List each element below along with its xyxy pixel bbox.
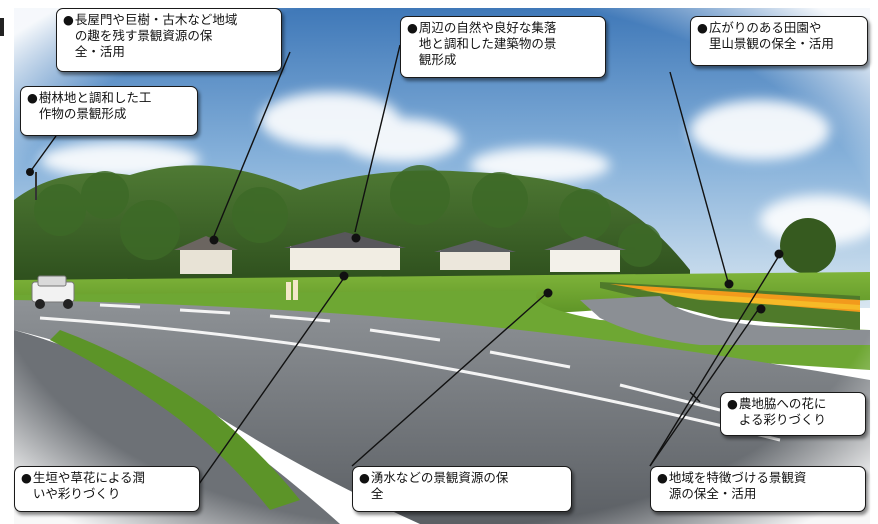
callout-building-harmony: ● 周辺の自然や良好な集落 地と調和した建築物の景 観形成 — [400, 16, 606, 78]
callout-text: 長屋門や巨樹・古木など地域 の趣を残す景観資源の保 全・活用 — [74, 12, 238, 59]
callout-text: 地域を特徴づける景観資 源の保全・活用 — [668, 470, 807, 501]
bullet-icon: ● — [21, 470, 32, 485]
bullet-icon: ● — [359, 470, 370, 485]
callout-structures: ● 樹林地と調和した工 作物の景観形成 — [20, 86, 198, 136]
callout-farm-flowers: ● 農地脇への花に よる彩りづくり — [720, 392, 866, 436]
leader-lines — [29, 44, 781, 485]
callout-regional-resources: ● 地域を特徴づける景観資 源の保全・活用 — [650, 466, 866, 512]
bullet-icon: ● — [27, 90, 38, 105]
bullet-icon: ● — [697, 20, 708, 35]
callout-text: 広がりのある田園や 里山景観の保全・活用 — [708, 20, 834, 51]
bullet-icon: ● — [63, 12, 74, 27]
edge-marker — [0, 18, 4, 36]
callout-hedges: ● 生垣や草花による潤 いや彩りづくり — [14, 466, 200, 512]
callout-text: 農地脇への花に よる彩りづくり — [738, 396, 827, 427]
bullet-icon: ● — [727, 396, 738, 411]
callout-text: 周辺の自然や良好な集落 地と調和した建築物の景 観形成 — [418, 20, 557, 67]
callout-text: 樹林地と調和した工 作物の景観形成 — [38, 90, 152, 121]
callout-nagayamon: ● 長屋門や巨樹・古木など地域 の趣を残す景観資源の保 全・活用 — [56, 8, 282, 72]
callout-spring-water: ● 湧水などの景観資源の保 全 — [352, 466, 572, 512]
bullet-icon: ● — [657, 470, 668, 485]
leader-dots — [26, 168, 784, 314]
callout-text: 生垣や草花による潤 いや彩りづくり — [32, 470, 146, 501]
bullet-icon: ● — [407, 20, 418, 35]
callout-text: 湧水などの景観資源の保 全 — [370, 470, 509, 501]
callout-rural-landscape: ● 広がりのある田園や 里山景観の保全・活用 — [690, 16, 868, 66]
